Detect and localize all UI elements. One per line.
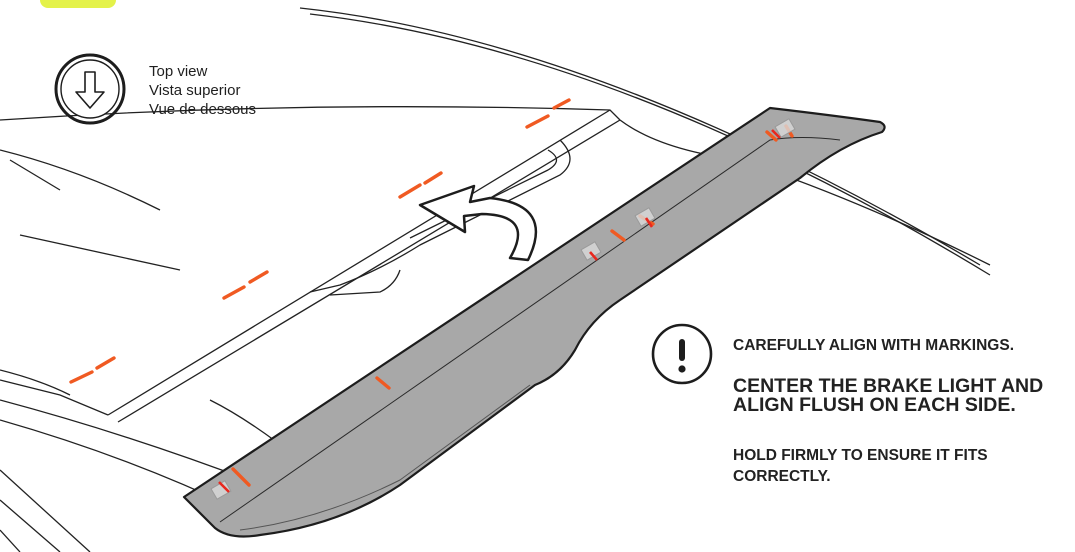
center-instruction: CENTER THE BRAKE LIGHT AND ALIGN FLUSH O… — [733, 375, 1044, 416]
view-label-fr: Vue de dessous — [149, 101, 257, 118]
adhesive-tabs — [210, 118, 796, 500]
curved-arrow-icon — [418, 184, 538, 262]
view-label: Top view Vista superior Vue de dessous — [149, 62, 256, 119]
spoiler — [182, 106, 886, 538]
view-label-en: Top view — [149, 63, 208, 80]
instructions: CAREFULLY ALIGN WITH MARKINGS. CENTER TH… — [733, 336, 1073, 487]
view-label-es: Vista superior — [149, 82, 241, 99]
page-tab — [40, 0, 116, 8]
red-tab-markers — [218, 129, 781, 493]
exclamation-circle-icon — [651, 323, 713, 385]
arrow-down-circle-icon — [54, 53, 126, 125]
align-instruction: CAREFULLY ALIGN WITH MARKINGS. — [733, 337, 1015, 354]
hold-instruction: HOLD FIRMLY TO ENSURE IT FITS CORRECTLY. — [733, 447, 988, 485]
